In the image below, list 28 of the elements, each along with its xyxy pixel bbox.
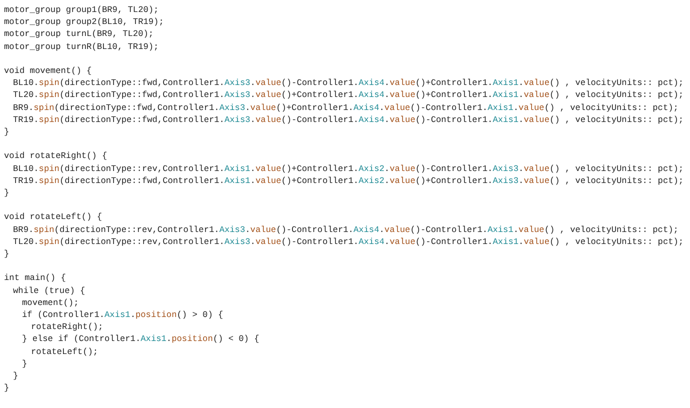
code-line: movement(); xyxy=(22,296,79,310)
code-line: rotateRight(); xyxy=(31,321,104,334)
code-line: TL20.spin(directionType::fwd,Controller1.Axis3.value()+Controller1.Axis4.value()+Controller1.Axis1.value() , velocityUnits:: pct); xyxy=(13,89,684,102)
code-line: if (Controller1.Axis1.position() > 0) { xyxy=(22,309,224,322)
code-line: } xyxy=(4,126,10,138)
code-line: BL10.spin(directionType::rev,Controller1.Axis1.value()+Controller1.Axis2.value()-Controller1.Axis3.value() , velocityUnits:: pct); xyxy=(13,162,684,175)
code-line: } xyxy=(4,248,10,260)
code-line: TR19.spin(directionType::fwd,Controller1.Axis1.value()+Controller1.Axis2.value()+Controller1.Axis3.value() , velocityUnits:: pct); xyxy=(13,174,684,188)
code-line: while (true) { xyxy=(13,284,86,297)
code-line: } xyxy=(22,358,28,370)
code-line: BL10.spin(directionType::fwd,Controller1.Axis3.value()-Controller1.Axis4.value()+Controller1.Axis1.value() , velocityUnits:: pct); xyxy=(13,77,684,90)
code-line: motor_group turnL(BR9, TL20); xyxy=(4,28,154,41)
code-line: BR9.spin(directionType::rev,Controller1.Axis3.value()-Controller1.Axis4.value()-Controller1.Axis1.value() , velocityUnits:: pct); xyxy=(13,224,678,236)
code-line: void rotateLeft() { xyxy=(4,211,102,224)
code-line: rotateLeft(); xyxy=(31,346,98,358)
code-line: int main() { xyxy=(4,272,66,285)
code-line: motor_group group2(BL10, TR19); xyxy=(4,16,164,28)
code-line: BR9.spin(directionType::fwd,Controller1.Axis3.value()+Controller1.Axis4.value()-Controller1.Axis1.value() , velocityUnits:: pct); xyxy=(13,102,678,114)
code-line: void rotateRight() { xyxy=(4,150,108,163)
code-line: TR19.spin(directionType::fwd,Controller1.Axis3.value()-Controller1.Axis4.value()-Controller1.Axis1.value() , velocityUnits:: pct); xyxy=(13,114,684,126)
code-line: TL20.spin(directionType::rev,Controller1.Axis3.value()-Controller1.Axis4.value()-Controller1.Axis1.value() , velocityUnits:: pct); xyxy=(13,236,684,248)
code-line: } xyxy=(13,370,18,382)
code-line: motor_group turnR(BL10, TR19); xyxy=(4,40,159,53)
code-line: } xyxy=(4,382,10,394)
code-line: } else if (Controller1.Axis1.position() < 0) { xyxy=(22,333,260,346)
code-line: void movement() { xyxy=(4,65,92,78)
code-line: motor_group group1(BR9, TL20); xyxy=(4,4,159,16)
code-line: } xyxy=(4,187,10,200)
